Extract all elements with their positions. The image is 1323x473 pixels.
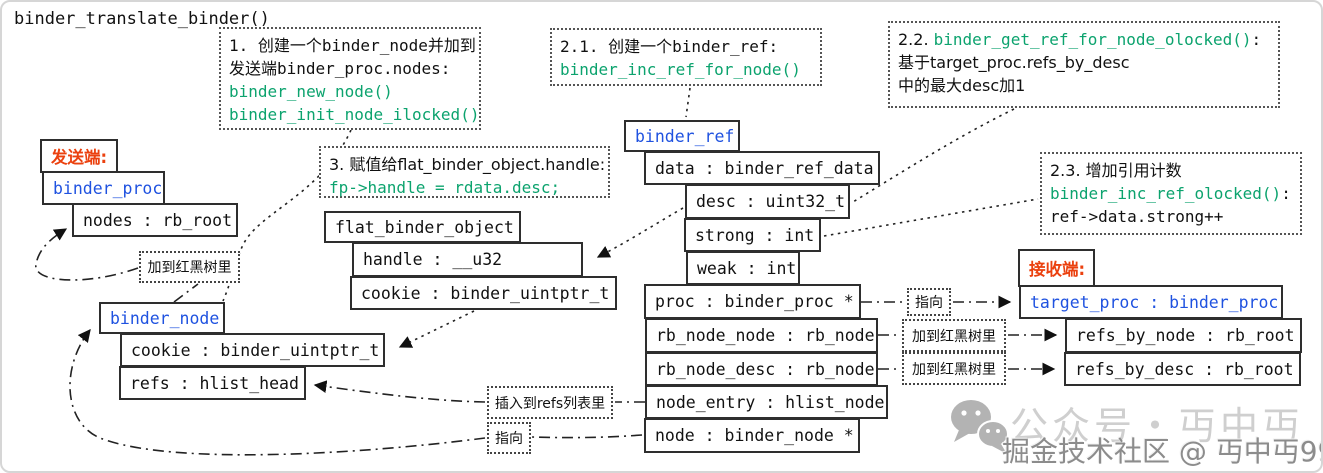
field-ref-strong: strong : int <box>684 218 821 252</box>
edge-desc-to-handle <box>596 207 684 258</box>
struct-binder-node: binder_node <box>99 302 225 334</box>
watermark-text-primary: 公众号・丏中丏 <box>1010 404 1305 448</box>
edge-addrblabel-to-nodes <box>35 228 139 281</box>
field-fbo-cookie: cookie : binder_uintptr_t <box>350 276 617 310</box>
note-step23-line2: binder_inc_ref_olocked(): <box>1050 182 1292 205</box>
struct-binder-proc-name: binder_proc <box>53 178 163 198</box>
edge-node-to-pointlabel2 <box>531 434 643 439</box>
edge-label-add-rb-2: 加到红黑树里 <box>902 352 1006 385</box>
edge-label-point-to-2: 指向 <box>487 422 531 454</box>
note-step1: 1. 创建一个binder_node并加到 发送端binder_proc.nod… <box>219 27 481 130</box>
note-step22-code: binder_get_ref_for_node_olocked() <box>933 30 1252 49</box>
struct-binder-ref: binder_ref <box>624 120 740 152</box>
note-step1-line1: 1. 创建一个binder_node并加到 <box>229 36 476 55</box>
leader-step22-to-desc <box>852 108 1015 203</box>
edge-flatcookie-to-nodecookie <box>398 310 475 348</box>
field-node-cookie: cookie : binder_uintptr_t <box>120 333 385 367</box>
note-step23-line1: 2.3. 增加引用计数 <box>1050 161 1182 180</box>
field-ref-rb-node-desc: rb_node_desc : rb_node <box>645 352 878 386</box>
field-ref-data: data : binder_ref_data <box>644 151 880 185</box>
note-step21-line1: 2.1. 创建一个binder_ref: <box>560 37 779 56</box>
note-step1-line2: 发送端binder_proc.nodes: <box>229 59 451 78</box>
note-step22-line1: 2.2. binder_get_ref_for_node_olocked(): <box>898 28 1270 51</box>
field-fbo-handle: handle : __u32 <box>352 242 583 277</box>
edge-label-insert-refs: 插入到refs列表里 <box>487 386 613 419</box>
note-step23: 2.3. 增加引用计数 binder_inc_ref_olocked(): re… <box>1040 152 1302 235</box>
receiver-endpoint-box: 接收端: <box>1018 249 1095 287</box>
field-ref-desc: desc : uint32_t <box>685 184 850 219</box>
struct-flat-binder-object: flat_binder_object <box>324 211 521 243</box>
note-step23-colon: : <box>1281 184 1291 203</box>
field-ref-rb-node-node: rb_node_node : rb_node <box>645 318 878 353</box>
field-ref-proc: proc : binder_proc * <box>644 284 861 319</box>
struct-binder-proc: binder_proc <box>42 171 165 205</box>
note-step21: 2.1. 创建一个binder_ref: binder_inc_ref_for_… <box>550 28 822 86</box>
note-step22-colon: : <box>1251 30 1262 49</box>
receiver-endpoint-label: 接收端: <box>1029 260 1086 279</box>
field-ref-node: node : binder_node * <box>644 418 860 453</box>
note-step23-code: binder_inc_ref_olocked() <box>1050 184 1282 203</box>
struct-target-proc-name: target_proc : binder_proc <box>1030 292 1279 312</box>
edge-label-add-rb-1: 加到红黑树里 <box>902 319 1006 352</box>
edge-insertlabel-to-refs <box>313 380 486 403</box>
note-step22-prefix: 2.2. <box>898 30 934 49</box>
struct-binder-ref-name: binder_ref <box>635 126 735 146</box>
leader-strong-to-step23 <box>823 198 1039 237</box>
field-refs-by-desc: refs_by_desc : rb_root <box>1064 352 1301 386</box>
note-step3-code1: fp->handle = rdata.desc; <box>329 178 561 197</box>
note-step3: 3. 赋值给flat_binder_object.handle: fp->han… <box>319 146 610 198</box>
struct-binder-node-name: binder_node <box>110 308 220 328</box>
edge-bindernode-to-addrblabel <box>173 283 199 303</box>
field-binder-proc-nodes: nodes : rb_root <box>72 203 238 237</box>
edge-label-add-rb-left: 加到红黑树里 <box>139 251 240 283</box>
field-ref-weak: weak : int <box>686 251 800 285</box>
note-step1-code2: binder_init_node_ilocked() <box>229 105 480 124</box>
field-ref-node-entry: node_entry : hlist_node <box>645 385 888 419</box>
sender-endpoint-box: 发送端: <box>40 139 118 173</box>
page-title: binder_translate_binder() <box>14 9 270 29</box>
note-step3-line1: 3. 赋值给flat_binder_object.handle: <box>329 155 606 174</box>
note-step22-line2: 基于target_proc.refs_by_desc <box>898 53 1130 72</box>
struct-target-proc: target_proc : binder_proc <box>1019 285 1283 319</box>
leader-step21-to-binder-ref <box>685 87 691 118</box>
watermark-text-secondary: 掘金技术社区 @ 丏中丏999 <box>1002 435 1323 468</box>
edge-label-point-to-1: 指向 <box>907 288 951 316</box>
field-refs-by-node: refs_by_node : rb_root <box>1065 318 1302 353</box>
note-step22: 2.2. binder_get_ref_for_node_olocked(): … <box>888 21 1280 108</box>
edge-pointlabel2-to-bindernode <box>69 328 486 456</box>
note-step21-code1: binder_inc_ref_for_node() <box>560 60 801 79</box>
field-node-refs: refs : hlist_head <box>119 366 306 400</box>
wechat-icon <box>951 400 1009 454</box>
sender-endpoint-label: 发送端: <box>51 148 108 167</box>
note-step22-line3: 中的最大desc加1 <box>898 76 1026 95</box>
note-step23-line3: ref->data.strong++ <box>1050 207 1224 226</box>
note-step1-code1: binder_new_node() <box>229 82 393 101</box>
